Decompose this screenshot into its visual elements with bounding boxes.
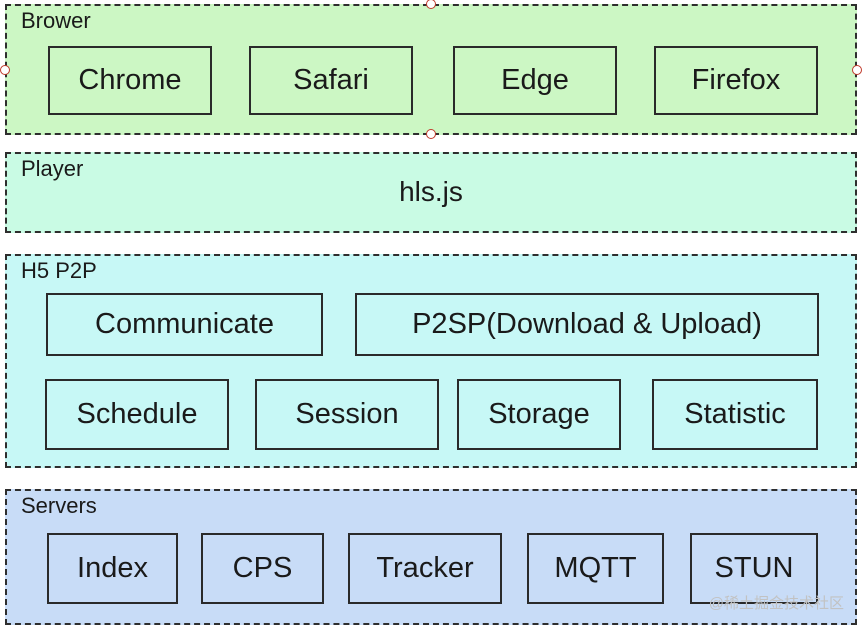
h5p2p-layer-title: H5 P2P: [21, 258, 97, 283]
servers-layer: Servers Index CPS Tracker MQTT STUN: [5, 489, 857, 625]
statistic-box: Statistic: [652, 379, 818, 450]
player-layer-title: Player: [21, 156, 84, 181]
resize-handle-bottom[interactable]: [426, 129, 436, 139]
edge-box: Edge: [453, 46, 617, 115]
resize-handle-right[interactable]: [852, 65, 862, 75]
index-box: Index: [47, 533, 178, 604]
browser-layer-title: Brower: [21, 8, 91, 33]
schedule-box: Schedule: [45, 379, 229, 450]
safari-box: Safari: [249, 46, 413, 115]
stun-box: STUN: [690, 533, 818, 604]
chrome-box: Chrome: [48, 46, 212, 115]
tracker-box: Tracker: [348, 533, 502, 604]
storage-box: Storage: [457, 379, 621, 450]
cps-box: CPS: [201, 533, 324, 604]
mqtt-box: MQTT: [527, 533, 664, 604]
p2sp-box: P2SP(Download & Upload): [355, 293, 819, 356]
h5p2p-layer: H5 P2P Communicate P2SP(Download & Uploa…: [5, 254, 857, 468]
session-box: Session: [255, 379, 439, 450]
firefox-box: Firefox: [654, 46, 818, 115]
servers-layer-title: Servers: [21, 493, 97, 518]
player-content: hls.js: [399, 176, 463, 207]
watermark: @稀土掘金技术社区: [708, 595, 844, 612]
browser-layer: Brower Chrome Safari Edge Firefox: [5, 4, 857, 135]
player-layer: Player hls.js: [5, 152, 857, 233]
resize-handle-left[interactable]: [0, 65, 10, 75]
communicate-box: Communicate: [46, 293, 323, 356]
resize-handle-top[interactable]: [426, 0, 436, 9]
